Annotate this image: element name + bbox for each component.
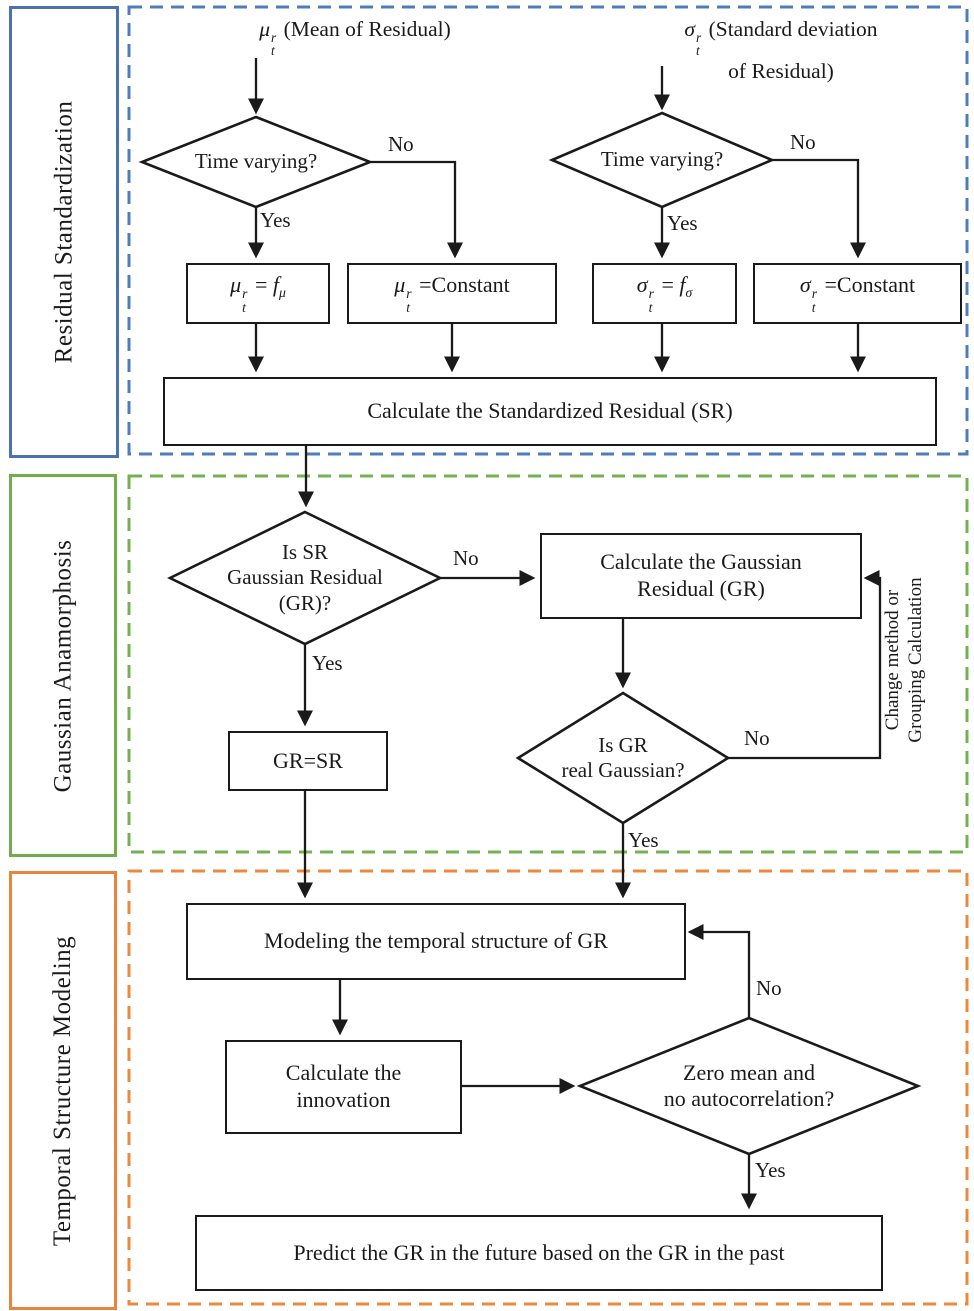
decision-diamonds [138, 111, 922, 1156]
label-d5-yes: Yes [755, 1158, 786, 1182]
label-d3-yes: Yes [312, 651, 343, 675]
section1-label: Residual Standardization [50, 100, 78, 364]
edge-d4-no-feedback [728, 569, 882, 760]
flow-connectors [247, 58, 882, 1210]
mu-symbol: μ [259, 17, 271, 41]
label-d1-yes: Yes [260, 208, 291, 232]
sigma-desc-line1: (Standard deviation [703, 17, 878, 41]
box-calculate-sr: Calculate the Standardized Residual (SR) [163, 377, 937, 446]
decision-zero-mean-text: Zero mean and no autocorrelation? [663, 1059, 835, 1111]
diamond-time-varying-sigma [548, 111, 776, 209]
mu-sub: t [271, 43, 275, 59]
decision-time-varying-sigma-text: Time varying? [600, 147, 724, 172]
diamond-time-varying-mu [138, 115, 374, 209]
edge-d2-no [772, 158, 867, 259]
label-d2-yes: Yes [667, 211, 698, 235]
diamond-is-gr-real-gaussian [515, 691, 731, 825]
section2-label-box: Gaussian Anamorphosis [9, 474, 117, 857]
label-change-method-feedback: Change method or Grouping Calculation [882, 577, 926, 743]
label-d5-no: No [756, 976, 782, 1000]
sigma-desc-line2: of Residual) [728, 58, 834, 83]
edge-d5-no-feedback [687, 923, 751, 1018]
mu-sup: r [271, 29, 277, 45]
diamond-zero-mean [576, 1016, 922, 1156]
mu-desc: (Mean of Residual) [278, 17, 451, 41]
box-modeling-temporal: Modeling the temporal structure of GR [186, 903, 686, 980]
section3-label-box: Temporal Structure Modeling [9, 871, 117, 1310]
diamond-is-sr-gaussian [167, 510, 443, 646]
section2-label: Gaussian Anamorphosis [49, 539, 77, 792]
box-gr-equals-sr: GR=SR [228, 731, 388, 791]
label-d4-no: No [744, 726, 770, 750]
box-calculate-gr: Calculate the Gaussian Residual (GR) [540, 533, 862, 619]
section3-dashed-frame [127, 869, 969, 1306]
label-d4-yes: Yes [628, 828, 659, 852]
section1-label-box: Residual Standardization [9, 6, 119, 458]
box-calculate-innovation: Calculate the innovation [225, 1040, 462, 1134]
sigma-symbol: σ [684, 17, 696, 41]
decision-is-sr-gaussian-text: Is SR Gaussian Residual (GR)? [227, 540, 383, 615]
edge-d1-no [370, 160, 464, 259]
label-d2-no: No [790, 130, 816, 154]
decision-is-gr-real-gaussian-text: Is GR real Gaussian? [561, 732, 685, 782]
box-predict-gr: Predict the GR in the future based on th… [195, 1215, 883, 1291]
label-d3-no: No [453, 546, 479, 570]
sigma-sup: r [696, 29, 702, 45]
section3-label: Temporal Structure Modeling [49, 935, 77, 1246]
sigma-sub: t [696, 43, 700, 59]
section1-dashed-frame [127, 5, 969, 456]
decision-time-varying-mu-text: Time varying? [194, 149, 318, 174]
label-d1-no: No [388, 132, 414, 156]
